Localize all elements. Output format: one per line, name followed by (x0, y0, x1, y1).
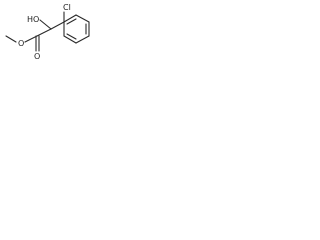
ring-double-bond-3 (66, 33, 77, 40)
ring-bond-5 (63, 35, 77, 44)
chlorine-label: Cl (63, 3, 71, 12)
alpha-carbonyl-bond (36, 28, 52, 37)
alpha-carbon-ring-bond (50, 21, 65, 30)
chemical-structure-diagram: Cl HO O O (5, 3, 90, 61)
ring-double-bond-1 (66, 18, 77, 25)
c-oh-bond (39, 19, 52, 30)
ring-bond-2 (75, 14, 90, 23)
ester-oxygen-label: O (18, 39, 24, 48)
hydroxyl-label: HO (27, 15, 39, 24)
c-o-ester-bond (24, 35, 38, 43)
ring-bond-4 (75, 35, 90, 44)
carbonyl-oxygen-label: O (34, 52, 40, 61)
o-methyl-bond (5, 35, 17, 43)
benzene-ring (63, 14, 90, 44)
ring-bond-1 (63, 14, 77, 23)
